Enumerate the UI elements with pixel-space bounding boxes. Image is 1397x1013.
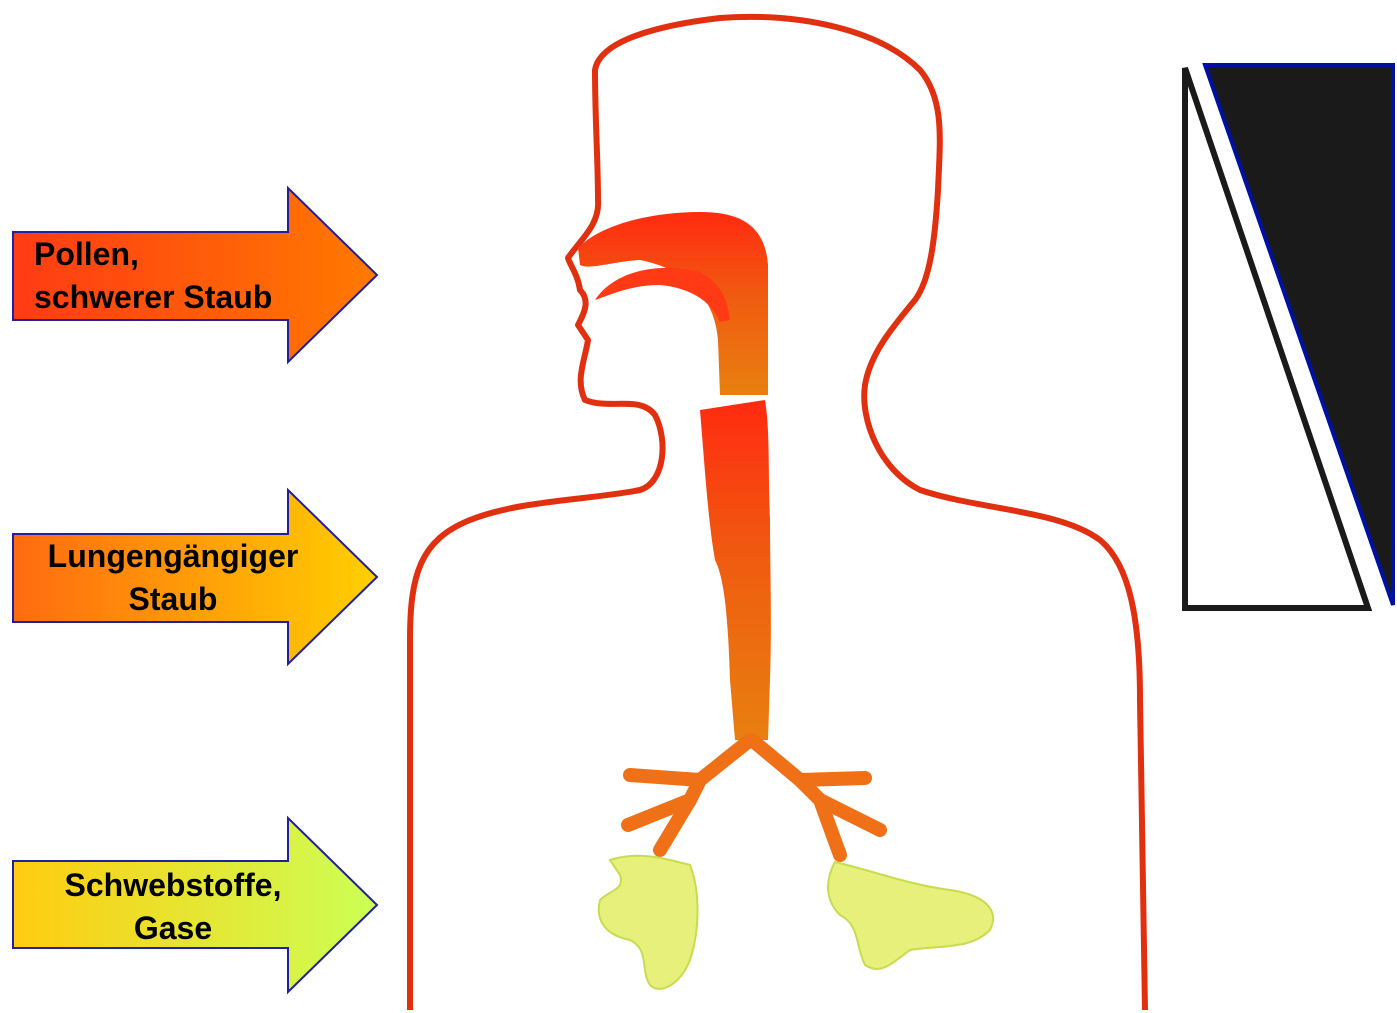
arrow-label-suspended-matter: Schwebstoffe, Gase [14, 864, 332, 950]
label-line: Pollen, [34, 233, 334, 276]
bronchial-tree-icon [628, 740, 880, 855]
human-body-outline-icon [410, 17, 1145, 1010]
arrow-label-pollen: Pollen, schwerer Staub [14, 233, 334, 319]
trachea [700, 400, 771, 740]
label-line: schwerer Staub [34, 276, 334, 319]
arrow-label-respirable-dust: Lungengängiger Staub [14, 535, 332, 621]
label-line: Schwebstoffe, [14, 864, 332, 907]
nasal-cavity [578, 212, 768, 395]
label-line: Staub [14, 578, 332, 621]
label-line: Gase [14, 907, 332, 950]
label-line: Lungengängiger [14, 535, 332, 578]
lung-alveoli-icon [599, 856, 993, 989]
